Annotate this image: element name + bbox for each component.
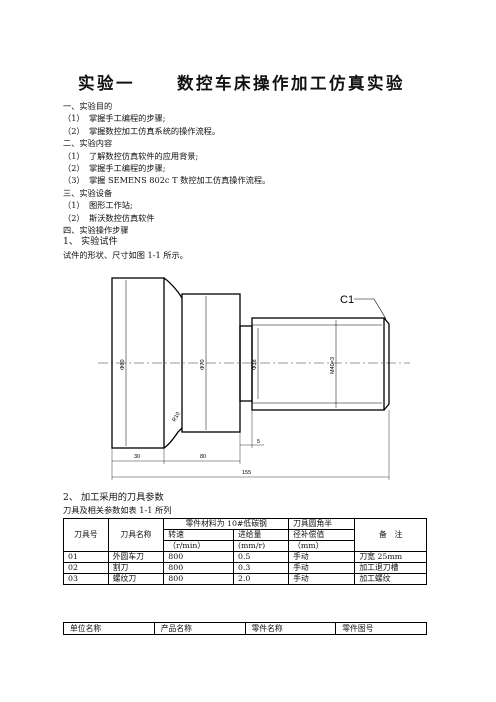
heading-content: 二、实验内容 xyxy=(63,138,113,149)
figure-reference: 试件的形状、尺寸如图 1-1 所示。 xyxy=(63,249,188,260)
table-row: 单位名称 产品名称 零件名称 零件图号 xyxy=(63,622,427,635)
dim-d38: Φ38 xyxy=(252,359,258,370)
title-part1: 实验一 xyxy=(78,74,135,93)
header-feed: 进给量 xyxy=(232,529,290,541)
heading-steps: 四、实验操作步骤 xyxy=(63,225,129,236)
part-name-cell: 零件名称 xyxy=(244,622,337,635)
info-table: 单位名称 产品名称 零件名称 零件图号 xyxy=(63,622,427,635)
list-item: （1）掌握手工编程的步骤; xyxy=(63,113,166,124)
table-caption: 刀具及相关参数如表 1-1 所列 xyxy=(63,505,172,515)
heading-equipment: 三、实验设备 xyxy=(63,187,113,198)
dim-r10: R10 xyxy=(172,411,182,423)
list-item: （3）掌握 SEMENS 802c T 数控加工仿真操作流程。 xyxy=(63,175,271,186)
header-tool-no: 刀具号 xyxy=(63,518,109,552)
header-feed-unit: (mm/r) xyxy=(232,540,290,552)
section-list: 一、实验目的 （1）掌握手工编程的步骤; （2）掌握数控加工仿真系统的操作流程。… xyxy=(63,100,270,261)
product-name-cell: 产品名称 xyxy=(153,622,246,635)
dim-5: 5 xyxy=(257,439,260,445)
thread-section xyxy=(251,317,385,411)
dim-d70: Φ70 xyxy=(200,359,206,370)
table-row: 03 螺纹刀 800 2.0 手动 加工螺纹 xyxy=(63,573,427,585)
list-item: （2）掌握数控加工仿真系统的操作流程。 xyxy=(63,125,221,136)
fillet-top xyxy=(163,277,183,299)
header-radius: 刀具圆角半 xyxy=(288,518,356,530)
header-speed: 转速 xyxy=(163,529,234,541)
document-title: 实验一 数控车床操作加工仿真实验 xyxy=(78,70,405,94)
section2-heading: 2、 加工采用的刀具参数 xyxy=(63,492,164,503)
header-material: 零件材料为 10#低碳钢 xyxy=(163,518,290,530)
header-speed-unit: （r/min） xyxy=(163,540,234,552)
table-row: 02 割刀 800 0.3 手动 加工退刀槽 xyxy=(63,562,427,574)
dim-d80: Φ80 xyxy=(120,359,126,370)
section2-block: 2、 加工采用的刀具参数 刀具及相关参数如表 1-1 所列 xyxy=(63,492,171,516)
header-note: 备 注 xyxy=(354,518,427,552)
relief-groove xyxy=(239,325,253,402)
list-item: （2）斯沃数控仿真软件 xyxy=(63,212,155,223)
header-radius-unit: （mm） xyxy=(288,540,356,552)
table-row: 01 外圆车刀 800 0.5 手动 刀宽 25mm xyxy=(63,551,427,563)
dim-thread: M40×3 xyxy=(330,357,336,374)
header-radius-2: 径补偿值 xyxy=(288,529,356,541)
list-item: （1）了解数控仿真软件的应用背景; xyxy=(63,150,199,161)
tool-table: 刀具号 刀具名称 零件材料为 10#低碳钢 刀具圆角半 备 注 转速 进给量 径… xyxy=(63,518,427,585)
dim-80: 80 xyxy=(200,454,206,460)
table-header-row: 转速 进给量 径补偿值 xyxy=(64,529,427,541)
part-drawing-svg: C1 Φ80 Φ70 Φ38 M40×3 R10 30 80 5 155 xyxy=(98,277,410,480)
dim-30: 30 xyxy=(134,454,140,460)
title-part2: 数控车床操作加工仿真实验 xyxy=(177,74,405,93)
heading-specimen: 1、 实验试件 xyxy=(63,236,118,248)
heading-purpose: 一、实验目的 xyxy=(63,101,113,111)
part-number-cell: 零件图号 xyxy=(335,622,427,635)
part-drawing: C1 Φ80 Φ70 Φ38 M40×3 R10 30 80 5 155 xyxy=(92,270,422,488)
unit-name-cell: 单位名称 xyxy=(63,622,155,635)
list-item: （2）掌握手工编程的步骤; xyxy=(63,163,166,174)
table-header-row: 刀具号 刀具名称 零件材料为 10#低碳钢 刀具圆角半 备 注 xyxy=(63,518,427,552)
dim-155: 155 xyxy=(242,470,251,476)
chamfer-edge xyxy=(383,317,390,411)
header-tool-name: 刀具名称 xyxy=(107,518,165,552)
fillet-bottom xyxy=(163,427,183,449)
chamfer-label: C1 xyxy=(340,294,354,306)
list-item: （1）图形工作站; xyxy=(63,200,133,211)
